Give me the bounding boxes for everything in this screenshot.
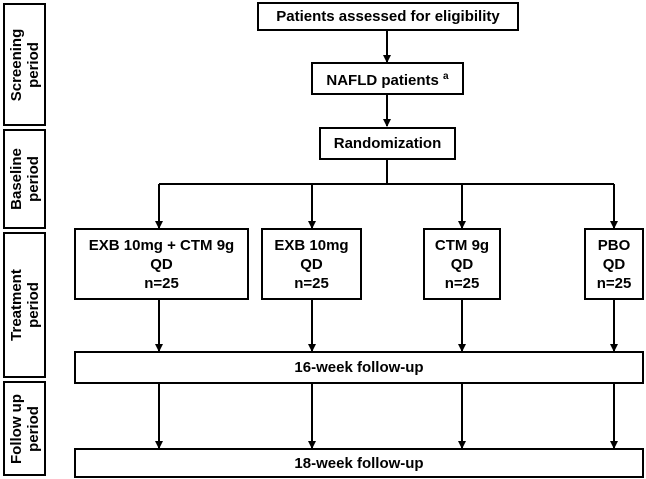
period-label-line2: period	[24, 282, 42, 328]
followup-16-label: 16-week follow-up	[294, 359, 424, 376]
followup-16-box: 16-week follow-up	[74, 351, 644, 384]
period-label-line2: period	[24, 405, 42, 452]
nafld-label: NAFLD patients a	[326, 71, 449, 89]
arm-dose: QD	[150, 255, 173, 273]
arm-name: CTM 9g	[434, 236, 490, 254]
randomization-label: Randomization	[333, 135, 442, 152]
eligibility-box: Patients assessed for eligibility	[257, 2, 519, 31]
period-label-line2: period	[24, 156, 42, 202]
arm-name: PBO	[597, 236, 631, 254]
eligibility-label: Patients assessed for eligibility	[276, 8, 500, 25]
arm-n: n=25	[144, 274, 179, 292]
period-label-line1: Follow up	[7, 393, 25, 464]
nafld-box: NAFLD patients a	[311, 62, 464, 95]
arm-name: EXB 10mg + CTM 9g	[88, 236, 235, 254]
followup-18-box: 18-week follow-up	[74, 448, 644, 478]
period-label-line1: Baseline	[7, 148, 25, 210]
period-label-line2: period	[24, 41, 42, 88]
followup-18-label: 18-week follow-up	[294, 454, 424, 472]
arm-dose: QD	[450, 255, 474, 273]
arm-dose: QD	[300, 255, 323, 273]
period-label-line1: Treatment	[7, 269, 25, 341]
arm-name: EXB 10mg	[274, 236, 349, 254]
arm-n: n=25	[444, 274, 480, 292]
arm-n: n=25	[596, 274, 632, 292]
period-label-line1: Screening	[7, 28, 25, 101]
randomization-box: Randomization	[319, 127, 456, 160]
arm-n: n=25	[294, 274, 329, 292]
nafld-footnote-marker: a	[443, 71, 449, 82]
arm-dose: QD	[602, 255, 626, 273]
